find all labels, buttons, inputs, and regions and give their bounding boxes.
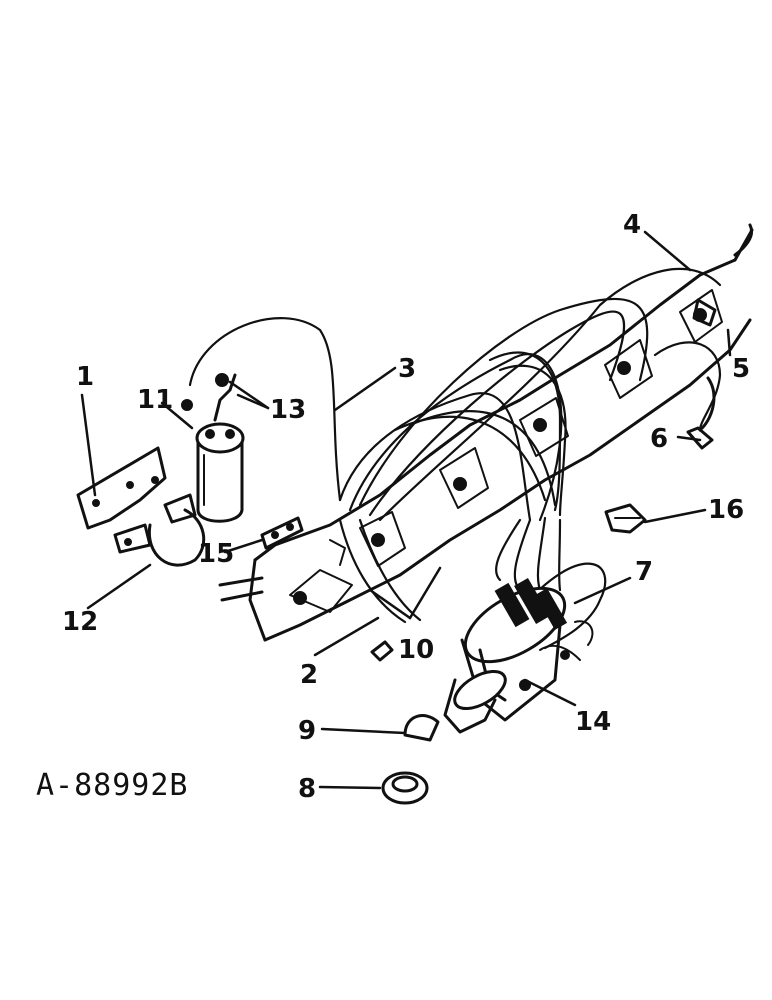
vent-fitting [692,223,754,327]
callout-labels: 1 2 3 4 5 6 7 8 9 10 11 12 13 14 15 16 [62,210,750,804]
spark-plug-wires [188,267,722,650]
bracket [76,446,167,530]
callout-11: 11 [137,385,173,415]
callout-3: 3 [398,354,416,384]
clip-bracket [260,516,304,550]
callout-12: 12 [62,607,98,637]
callout-10: 10 [398,635,434,665]
callout-16: 16 [708,495,744,525]
rotor [403,714,440,742]
ignition-coil [181,373,245,523]
callout-6: 6 [650,424,668,454]
leader-lines [80,230,732,790]
callout-14: 14 [575,707,611,737]
callout-7: 7 [635,557,653,587]
figure-id: A-88992B [36,768,189,803]
hold-down-clip [604,503,647,534]
callout-13: 13 [270,395,306,425]
plug-boot [686,376,716,450]
callout-9: 9 [298,716,316,746]
grommet [370,640,394,662]
manifold [218,228,754,642]
callout-15: 15 [198,539,234,569]
coil-clamp [113,493,206,567]
callout-4: 4 [623,210,641,240]
callout-8: 8 [298,774,316,804]
distributor [443,577,594,734]
callout-1: 1 [76,362,94,392]
cap-seal [381,771,429,805]
callout-2: 2 [300,660,318,690]
callout-5: 5 [732,354,750,384]
